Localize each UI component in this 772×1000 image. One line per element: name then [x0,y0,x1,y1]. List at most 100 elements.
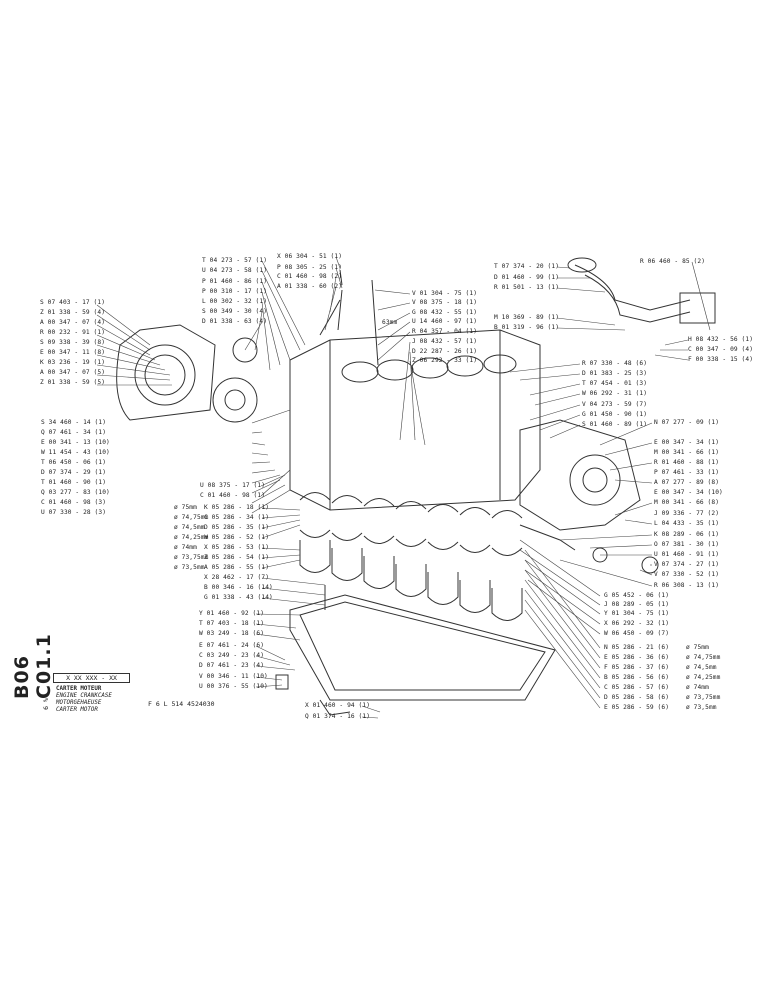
title-de: MOTORGEHAEUSE [56,700,102,706]
document-code-box: X XX XXX - XX [53,673,130,683]
part-label: S 01 460 - 89 (1) [582,421,648,428]
part-label: A 07 277 - 89 (8) [654,479,720,486]
part-label: R 06 460 - 85 (2) [640,258,706,265]
part-label: D 22 287 - 26 (1) [412,348,478,355]
part-label: X 06 304 - 51 (1) [277,253,343,260]
bearing-size: ø 73,5mm [686,704,717,711]
part-label: R 00 232 - 91 (1) [40,329,106,336]
part-label: X 28 462 - 17 (7) [204,574,270,581]
part-label: S 07 403 - 17 (1) [40,299,106,306]
bearing-size: ø 74,5mm [174,524,205,531]
reference-code: B06 C01.1 [11,633,55,699]
part-label: S 09 338 - 39 (8) [40,339,106,346]
part-label: C 00 347 - 09 (4) [688,346,754,353]
bearing-size: ø 75mm [686,644,709,651]
part-label: P 08 305 - 25 (1) [277,264,343,271]
part-label: M 00 341 - 66 (8) [654,499,720,506]
dimension-label: 63mm [382,319,398,326]
part-label: F 00 338 - 15 (4) [688,356,754,363]
part-label: R 04 357 - 04 (1) [412,328,478,335]
part-label: T 06 450 - 06 (1) [41,459,107,466]
part-label: V 04 273 - 59 (7) [582,401,648,408]
part-label: Y 01 460 - 92 (1) [199,610,265,617]
part-label: H 08 432 - 56 (1) [688,336,754,343]
bearing-size: ø 74,5mm [686,664,717,671]
part-label: W 06 292 - 31 (1) [582,390,648,397]
part-label: W 06 450 - 09 (7) [604,630,670,637]
part-label: C 05 286 - 34 (1) [204,514,270,521]
part-label: U 07 330 - 28 (3) [41,509,107,516]
part-label: G 01 338 - 43 (14) [204,594,273,601]
part-label: U 00 376 - 55 (10) [199,683,268,690]
bearing-size: ø 73,75mm [174,554,209,561]
part-label: K 03 236 - 19 (1) [40,359,106,366]
part-label: Z 01 338 - 59 (4) [40,309,106,316]
part-label: D 01 383 - 25 (3) [582,370,648,377]
bearing-size: ø 74,25mm [686,674,721,681]
part-label: J 08 432 - 57 (1) [412,338,478,345]
part-label: D 01 338 - 63 (4) [202,318,268,325]
part-label: G 05 452 - 06 (1) [604,592,670,599]
part-label: D 05 286 - 35 (1) [204,524,270,531]
part-label: D 07 374 - 29 (1) [41,469,107,476]
part-label: P 01 460 - 86 (1) [202,278,268,285]
bearing-size: ø 75mm [174,504,197,511]
part-label: C 01 460 - 98 (3) [41,499,107,506]
part-label: A 00 347 - 07 (5) [40,369,106,376]
part-label: A 05 286 - 55 (1) [204,564,270,571]
part-label: C 01 460 - 98 (2) [277,273,343,280]
part-label: L 00 302 - 32 (1) [202,298,268,305]
title-es: CARTER MOTOR [56,707,98,713]
part-label: S 34 460 - 14 (1) [41,419,107,426]
part-label: V 08 375 - 18 (1) [412,299,478,306]
bearing-size: ø 73,75mm [686,694,721,701]
part-label: T 01 460 - 90 (1) [41,479,107,486]
part-label: W 05 286 - 52 (1) [204,534,270,541]
bearing-size: ø 73,5mm [174,564,205,571]
part-label: Q 01 374 - 16 (1) [305,713,371,720]
part-label: L 04 433 - 35 (1) [654,520,720,527]
part-label: V 00 346 - 11 (10) [199,673,268,680]
part-label: V 01 304 - 75 (1) [412,290,478,297]
part-label: Q 07 461 - 34 (1) [41,429,107,436]
part-label: E 05 286 - 59 (6) [604,704,670,711]
part-label: G 08 432 - 55 (1) [412,309,478,316]
part-label: Z 06 292 - 33 (1) [412,357,478,364]
part-label: X 05 286 - 53 (1) [204,544,270,551]
title-fr: CARTER MOTEUR [56,686,102,692]
part-label: G 01 450 - 90 (1) [582,411,648,418]
part-label: X 06 292 - 32 (1) [604,620,670,627]
part-label: E 00 341 - 13 (10) [41,439,110,446]
title-en: ENGINE CRANKCASE [56,693,112,699]
part-label: R 01 460 - 88 (1) [654,459,720,466]
part-label: V 07 330 - 52 (1) [654,571,720,578]
bearing-size: ø 74,25mm [174,534,209,541]
reference-sub: 6 % [41,698,50,710]
bearing-size: ø 74mm [174,544,197,551]
bearing-size: ø 74,75mm [174,514,209,521]
part-label: P 07 461 - 33 (1) [654,469,720,476]
part-label: C 05 286 - 57 (6) [604,684,670,691]
part-label: N 07 277 - 09 (1) [654,419,720,426]
bearing-size: ø 74mm [686,684,709,691]
part-label: R 01 501 - 13 (1) [494,284,560,291]
part-label: R 07 330 - 48 (6) [582,360,648,367]
part-label: Q 03 277 - 83 (10) [41,489,110,496]
part-label: U 08 375 - 17 (1) [200,482,266,489]
part-label: C 01 460 - 98 (1) [200,492,266,499]
part-label: W 03 249 - 18 (6) [199,630,265,637]
part-label: D 07 461 - 23 (4) [199,662,265,669]
part-label: E 07 461 - 24 (6) [199,642,265,649]
bearing-size: ø 74,75mm [686,654,721,661]
part-label: B 00 346 - 16 (14) [204,584,273,591]
part-label: U 01 460 - 91 (1) [654,551,720,558]
part-label: B 05 286 - 56 (6) [604,674,670,681]
part-label: Z 01 338 - 59 (5) [40,379,106,386]
part-label: D 01 460 - 99 (1) [494,274,560,281]
part-label: K 05 286 - 18 (1) [204,504,270,511]
part-label: T 07 374 - 20 (1) [494,263,560,270]
part-label: B 01 319 - 96 (1) [494,324,560,331]
part-label: A 00 347 - 07 (4) [40,319,106,326]
part-label: Y 01 304 - 75 (1) [604,610,670,617]
